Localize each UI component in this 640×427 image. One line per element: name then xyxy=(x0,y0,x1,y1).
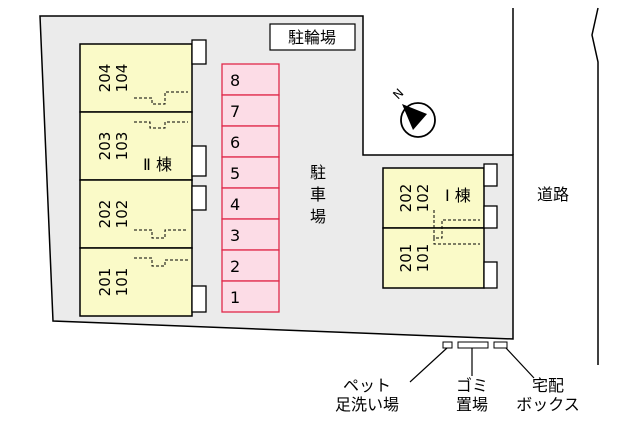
pet-footwash-leader xyxy=(409,347,448,383)
unit-202-102: 202102 xyxy=(79,179,193,249)
balcony xyxy=(191,285,207,313)
parking-slot-number: 1 xyxy=(230,288,240,307)
balcony xyxy=(191,145,207,177)
parking-slot-6: 6 xyxy=(221,125,280,158)
building-1: 202102 201101 xyxy=(382,163,498,289)
building-1-label: Ⅰ 棟 xyxy=(445,186,471,205)
interior-partition xyxy=(433,210,480,239)
parking-slot-number: 2 xyxy=(230,257,240,276)
balcony xyxy=(191,39,207,65)
unit-number: 201101 xyxy=(397,244,432,273)
balcony xyxy=(483,163,498,187)
parking-slot-5: 5 xyxy=(221,156,280,189)
parking-slot-number: 3 xyxy=(230,226,240,245)
parking-slot-number: 5 xyxy=(230,164,240,183)
unit-number: 201101 xyxy=(96,268,131,297)
pet-footwash-marker xyxy=(442,341,453,349)
parking-slot-number: 6 xyxy=(230,133,240,152)
pet-footwash-label: ペット足洗い場 xyxy=(335,376,399,414)
north-label: N xyxy=(390,86,406,102)
parking-slot-4: 4 xyxy=(221,187,280,220)
balcony xyxy=(483,261,498,289)
parking-slot-7: 7 xyxy=(221,94,280,127)
parking-slot-3: 3 xyxy=(221,218,280,251)
unit-number: 202102 xyxy=(96,200,131,229)
delivery-box-marker xyxy=(493,341,508,349)
parking-slot-number: 7 xyxy=(230,102,240,121)
delivery-box-leader xyxy=(505,347,535,379)
parking-slot-number: 4 xyxy=(230,195,240,214)
building-2: 204104 203103 202102 201101 xyxy=(79,39,207,317)
north-arrow-icon: N xyxy=(390,86,436,138)
interior-partition xyxy=(134,121,188,129)
garbage-marker xyxy=(457,341,489,349)
unit-204-104: 204104 xyxy=(79,43,193,113)
bicycle-parking-box xyxy=(269,23,356,51)
parking-slot-2: 2 xyxy=(221,249,280,282)
balcony xyxy=(483,205,498,229)
interior-partition xyxy=(134,229,188,239)
interior-partition xyxy=(134,91,188,105)
parking-slot-8: 8 xyxy=(221,63,280,96)
bicycle-parking-label: 駐輪場 xyxy=(288,28,336,47)
interior-partition xyxy=(134,257,188,267)
unit-201-101: 201101 xyxy=(79,247,193,317)
road-boundary-right xyxy=(591,7,599,365)
building-2-label: Ⅱ 棟 xyxy=(143,155,172,174)
interior-partition xyxy=(433,238,480,245)
road-label: 道路 xyxy=(537,185,569,204)
balcony xyxy=(191,185,207,211)
parking-slot-1: 1 xyxy=(221,280,280,313)
unit-number: 204104 xyxy=(96,64,131,93)
unit-number: 202102 xyxy=(397,184,432,213)
unit-203-103: 203103 xyxy=(79,111,193,181)
delivery-box-label: 宅配ボックス xyxy=(516,376,580,414)
parking-slot-number: 8 xyxy=(230,71,240,90)
parking-slots: 8 7 6 5 4 3 2 1 xyxy=(221,63,280,313)
unit-number: 203103 xyxy=(96,132,131,161)
garbage-label: ゴミ置場 xyxy=(456,376,488,414)
parking-lot-label: 駐車場 xyxy=(310,163,326,226)
